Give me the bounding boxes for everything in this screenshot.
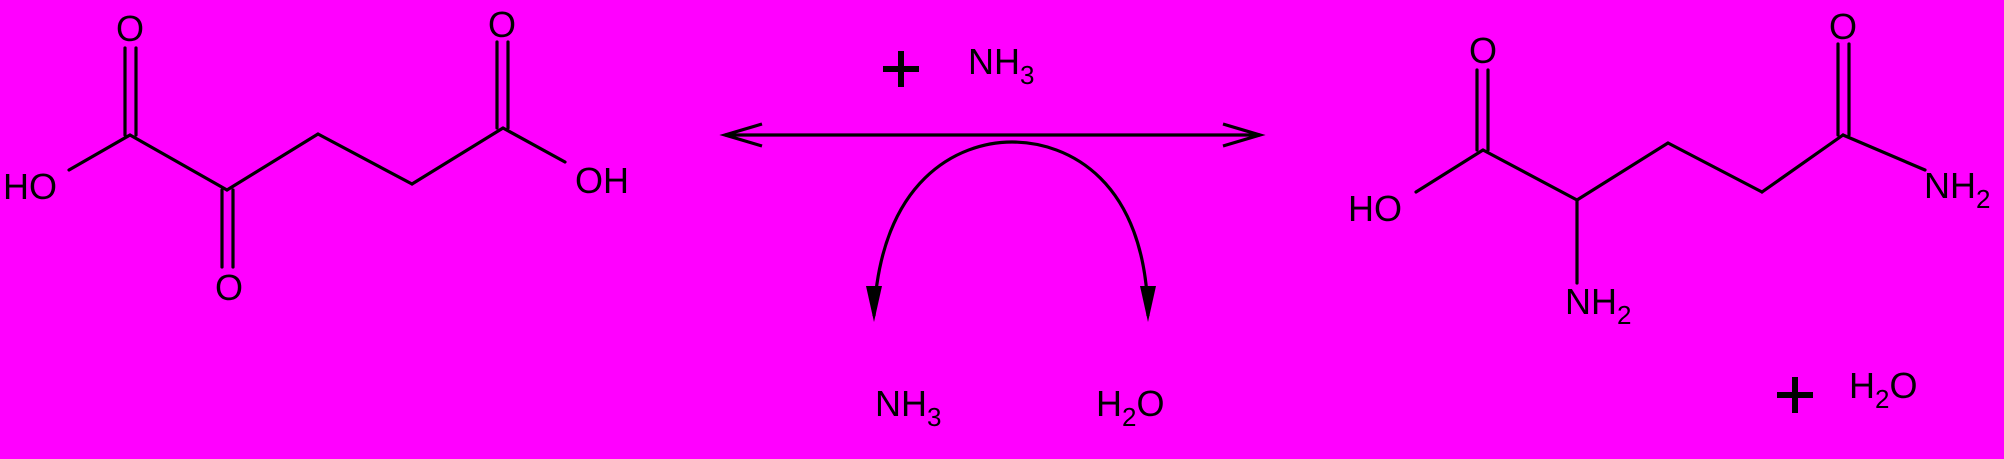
bond-p-c1-oh — [1414, 148, 1485, 194]
bond-p-c4-c5 — [1760, 133, 1845, 194]
bond-p-c3-c4 — [1666, 141, 1764, 194]
product-oxygen-amide: O — [1829, 6, 1857, 47]
side-product-ammonia: NH3 — [875, 383, 941, 432]
curved-arrow-head-right — [1140, 286, 1156, 322]
reactant-hydroxyl-right: OH — [575, 160, 629, 201]
reactant-bonds — [67, 40, 567, 269]
arrow-head-left — [719, 122, 763, 148]
bond-c2-c3 — [225, 132, 320, 192]
arrow-head-right — [1222, 122, 1266, 148]
plus-sign-top: + — [883, 51, 919, 87]
reactant-oxygen-bottom: O — [215, 267, 243, 308]
reactant-hydroxyl-left: HO — [3, 166, 57, 207]
bond-c3-c4 — [316, 132, 414, 186]
bond-p-c5-nh2 — [1841, 133, 1927, 172]
side-product-water: H2O — [1096, 383, 1164, 432]
product-amine: NH2 — [1565, 281, 1631, 330]
reaction-arrow — [719, 122, 1266, 148]
product-water-group: + H2O — [1777, 365, 1917, 414]
product-hydroxyl: HO — [1348, 188, 1402, 229]
reactant-molecule: O O O HO OH — [3, 4, 629, 308]
product-molecule: O O HO NH2 NH2 — [1348, 6, 1990, 330]
bond-p-c1-c2 — [1481, 148, 1579, 202]
bond-p-c2-c3 — [1575, 141, 1670, 202]
bond-c1-oh — [67, 133, 132, 172]
reactant-oxygen-top-left: O — [116, 8, 144, 49]
reagent-ammonia: + NH3 — [883, 41, 1034, 90]
bond-c1-c2 — [128, 133, 229, 192]
curved-arrow-head-left — [866, 286, 882, 322]
reactant-oxygen-top-right: O — [488, 4, 516, 45]
product-amide-nh2: NH2 — [1924, 165, 1990, 214]
product-water: H2O — [1849, 365, 1917, 414]
reagent-ammonia-label: NH3 — [968, 41, 1034, 90]
curved-arrow-path — [872, 140, 1150, 317]
bond-c5-oh — [501, 126, 567, 164]
product-bonds — [1414, 42, 1927, 285]
bond-c4-c5 — [410, 126, 505, 186]
product-oxygen-acid: O — [1469, 30, 1497, 71]
curved-arrow — [866, 140, 1156, 322]
plus-sign-bottom: + — [1777, 377, 1813, 413]
